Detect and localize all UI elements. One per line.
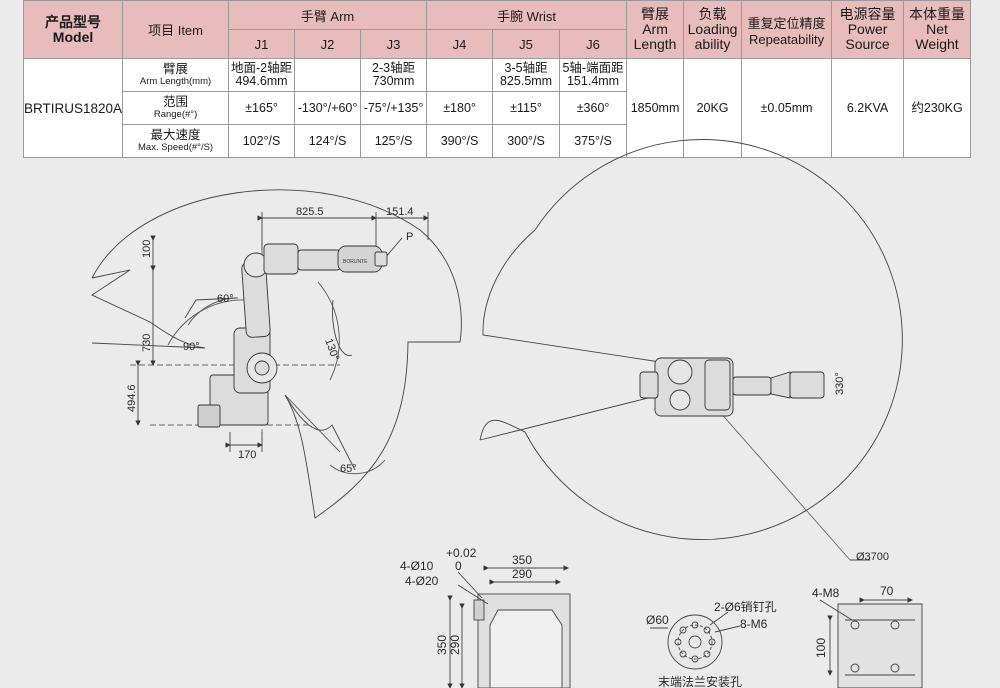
cell-speed-j2: 124°/S: [294, 124, 362, 158]
base-view-labels: +0.02 4-Ø10 0 4-Ø20 350 290 350 290: [400, 546, 532, 655]
pin-holes-label: 2-Ø6销钉孔: [714, 600, 777, 614]
holes-4-d10: 4-Ø10: [400, 559, 434, 573]
mount-dim-100: 100: [814, 638, 828, 658]
flange-diameter-60: Ø60: [646, 613, 669, 627]
point-p-label: P: [406, 231, 413, 243]
cell-speed-j1: 102°/S: [228, 124, 296, 158]
repeatability-value: ±0.05mm: [741, 58, 833, 158]
robot-side-body: BORUNTE: [197, 243, 388, 428]
dim-100: 100: [141, 240, 153, 258]
mount-dim-70: 70: [880, 584, 894, 598]
flange-caption: 末端法兰安装孔: [658, 674, 742, 688]
header-wrist-group: 手腕 Wrist: [426, 0, 628, 30]
loading-value: 20KG: [683, 58, 743, 158]
tolerance-lower: 0: [455, 559, 462, 573]
side-mount-view-labels: 4-M8 70 100: [812, 584, 894, 658]
brand-label: BORUNTE: [343, 259, 368, 265]
power-value: 6.2KVA: [831, 58, 905, 158]
dim-170: 170: [238, 449, 256, 461]
header-model: 产品型号 Model: [22, 0, 124, 59]
robot-top-body: [639, 357, 825, 417]
row-label-range: 范围 Range(#°): [122, 91, 230, 125]
dim-350-top: 350: [512, 553, 532, 567]
header-arm-length: 臂展 Arm Length: [626, 0, 685, 59]
header-loading: 负载 Loading ability: [683, 0, 743, 59]
model-name: BRTIRUS1820A: [22, 58, 124, 158]
angle-60: 60°: [217, 293, 234, 305]
base-view-drawing: [447, 565, 571, 688]
cell-speed-j6: 375°/S: [559, 124, 628, 158]
side-envelope-outer: [91, 189, 462, 519]
flange-view-labels: 2-Ø6销钉孔 Ø60 8-M6 末端法兰安装孔: [646, 600, 777, 688]
angle-65: 65°: [340, 463, 357, 475]
side-envelope-inner: [91, 269, 206, 349]
header-weight: 本体重量 Net Weight: [903, 0, 972, 59]
mount-thread-m8: 4-M8: [812, 586, 840, 600]
header-joint-j5: J5: [492, 29, 561, 59]
arm-length-value: 1850mm: [626, 58, 685, 158]
dim-350-left: 350: [435, 635, 449, 655]
header-repeatability: 重复定位精度 Repeatability: [741, 0, 833, 59]
spec-table: 产品型号 Model 项目 Item 手臂 Arm 手腕 Wrist 臂展 Ar…: [22, 0, 972, 158]
flange-thread-m6: 8-M6: [740, 617, 768, 631]
side-mount-view-drawing: [819, 597, 923, 688]
diameter-3700: Ø3700: [856, 551, 889, 563]
flange-view-drawing: [650, 611, 741, 670]
row-label-max-speed: 最大速度 Max. Speed(#°/S): [122, 124, 230, 158]
cell-speed-j4: 390°/S: [426, 124, 494, 158]
dim-494-6: 494.6: [126, 384, 138, 412]
angle-90: 90°: [183, 341, 200, 353]
cell-range-j3: -75°/+135°: [360, 91, 428, 125]
dim-825-5: 825.5: [296, 206, 324, 218]
dim-290-left: 290: [448, 635, 462, 655]
tolerance-upper: +0.02: [446, 546, 477, 560]
angle-130: 130°: [322, 337, 341, 362]
header-joint-j6: J6: [559, 29, 628, 59]
dim-730: 730: [141, 334, 153, 352]
header-arm-group: 手臂 Arm: [228, 0, 428, 30]
cell-range-j4: ±180°: [426, 91, 494, 125]
top-envelope-arc: [524, 139, 903, 540]
angle-330: 330°: [834, 372, 846, 395]
dim-151-4: 151.4: [386, 206, 414, 218]
cell-range-j2: -130°/+60°: [294, 91, 362, 125]
header-power: 电源容量 Power Source: [831, 0, 905, 59]
cell-speed-j5: 300°/S: [492, 124, 561, 158]
holes-4-d20: 4-Ø20: [405, 574, 439, 588]
top-view-labels: 330° Ø3700: [834, 372, 889, 563]
dim-290-top: 290: [512, 567, 532, 581]
cell-speed-j3: 125°/S: [360, 124, 428, 158]
weight-value: 约230KG: [903, 58, 972, 158]
top-view-drawing: [479, 139, 903, 561]
